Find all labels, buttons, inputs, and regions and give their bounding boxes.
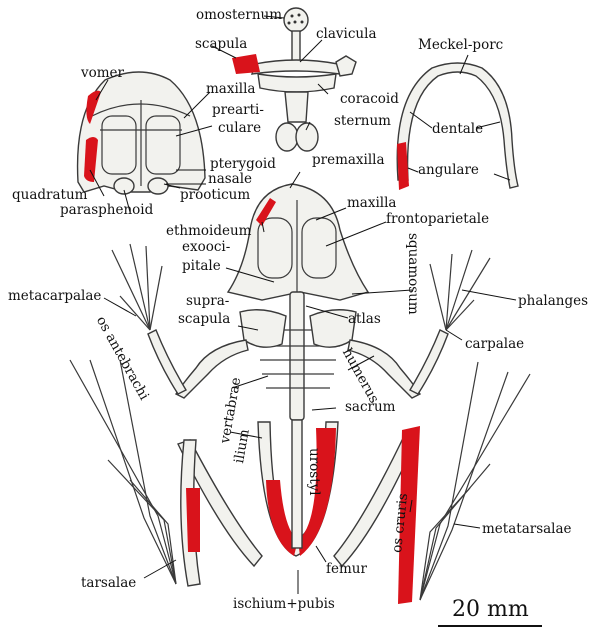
omosternum-bone xyxy=(284,8,308,32)
label-carpalae: carpalae xyxy=(465,337,524,352)
label-scapula: scapula xyxy=(195,37,247,52)
label-exooccipitale-line2: pitale xyxy=(182,259,221,274)
label-suprascapula-line2: scapula xyxy=(178,312,230,327)
label-pterygoid: pterygoid xyxy=(210,157,276,172)
label-atlas: atlas xyxy=(348,312,381,327)
label-prearticulare-line1: prearti- xyxy=(212,103,264,118)
scapula-highlight xyxy=(232,54,260,74)
label-metatarsalae: metatarsalae xyxy=(482,522,572,537)
label-sacrum: sacrum xyxy=(345,400,396,415)
clavicula-bone xyxy=(252,60,340,74)
label-ischium-pubis: ischium+pubis xyxy=(233,597,335,612)
label-premaxilla: premaxilla xyxy=(312,153,385,168)
label-dentale: dentale xyxy=(432,122,483,137)
label-frontoparietale: frontoparietale xyxy=(386,212,489,227)
label-angulare: angulare xyxy=(418,163,479,178)
label-meckel-porc: Meckel-porc xyxy=(418,38,503,53)
right-hand xyxy=(430,250,490,330)
label-quadratum: quadratum xyxy=(12,188,87,203)
left-foot xyxy=(70,360,176,584)
label-phalanges: phalanges xyxy=(518,294,588,309)
label-suprascapula-line1: supra- xyxy=(186,294,229,309)
label-maxilla-body: maxilla xyxy=(347,196,396,211)
label-nasale: nasale xyxy=(208,172,252,187)
coracoid-bone xyxy=(258,74,336,92)
label-coracoid: coracoid xyxy=(340,92,399,107)
label-vomer: vomer xyxy=(81,66,124,81)
label-prooticum: prooticum xyxy=(180,188,250,203)
scale-bar-label: 20 mm xyxy=(452,598,529,622)
label-sternum: sternum xyxy=(334,114,391,129)
label-parasphenoid: parasphenoid xyxy=(60,203,153,218)
right-foot xyxy=(420,362,530,600)
label-urostyl: urostyl xyxy=(306,448,321,496)
label-metacarpalae: metacarpalae xyxy=(8,289,101,304)
label-exooccipitale-line1: exooci- xyxy=(182,240,230,255)
label-femur: femur xyxy=(326,562,367,577)
label-ethmoideum: ethmoideum xyxy=(166,224,251,239)
label-omosternum: omosternum xyxy=(196,8,282,23)
os-cruris-left-highlight xyxy=(186,488,200,552)
sternum-bone xyxy=(285,92,308,122)
label-clavicula: clavicula xyxy=(316,27,377,42)
label-squamosum: squamosum xyxy=(405,233,420,315)
label-prearticulare-line2: culare xyxy=(218,121,261,136)
label-maxilla-skull: maxilla xyxy=(206,82,255,97)
label-tarsalae: tarsalae xyxy=(81,576,136,591)
left-hand xyxy=(112,244,162,330)
